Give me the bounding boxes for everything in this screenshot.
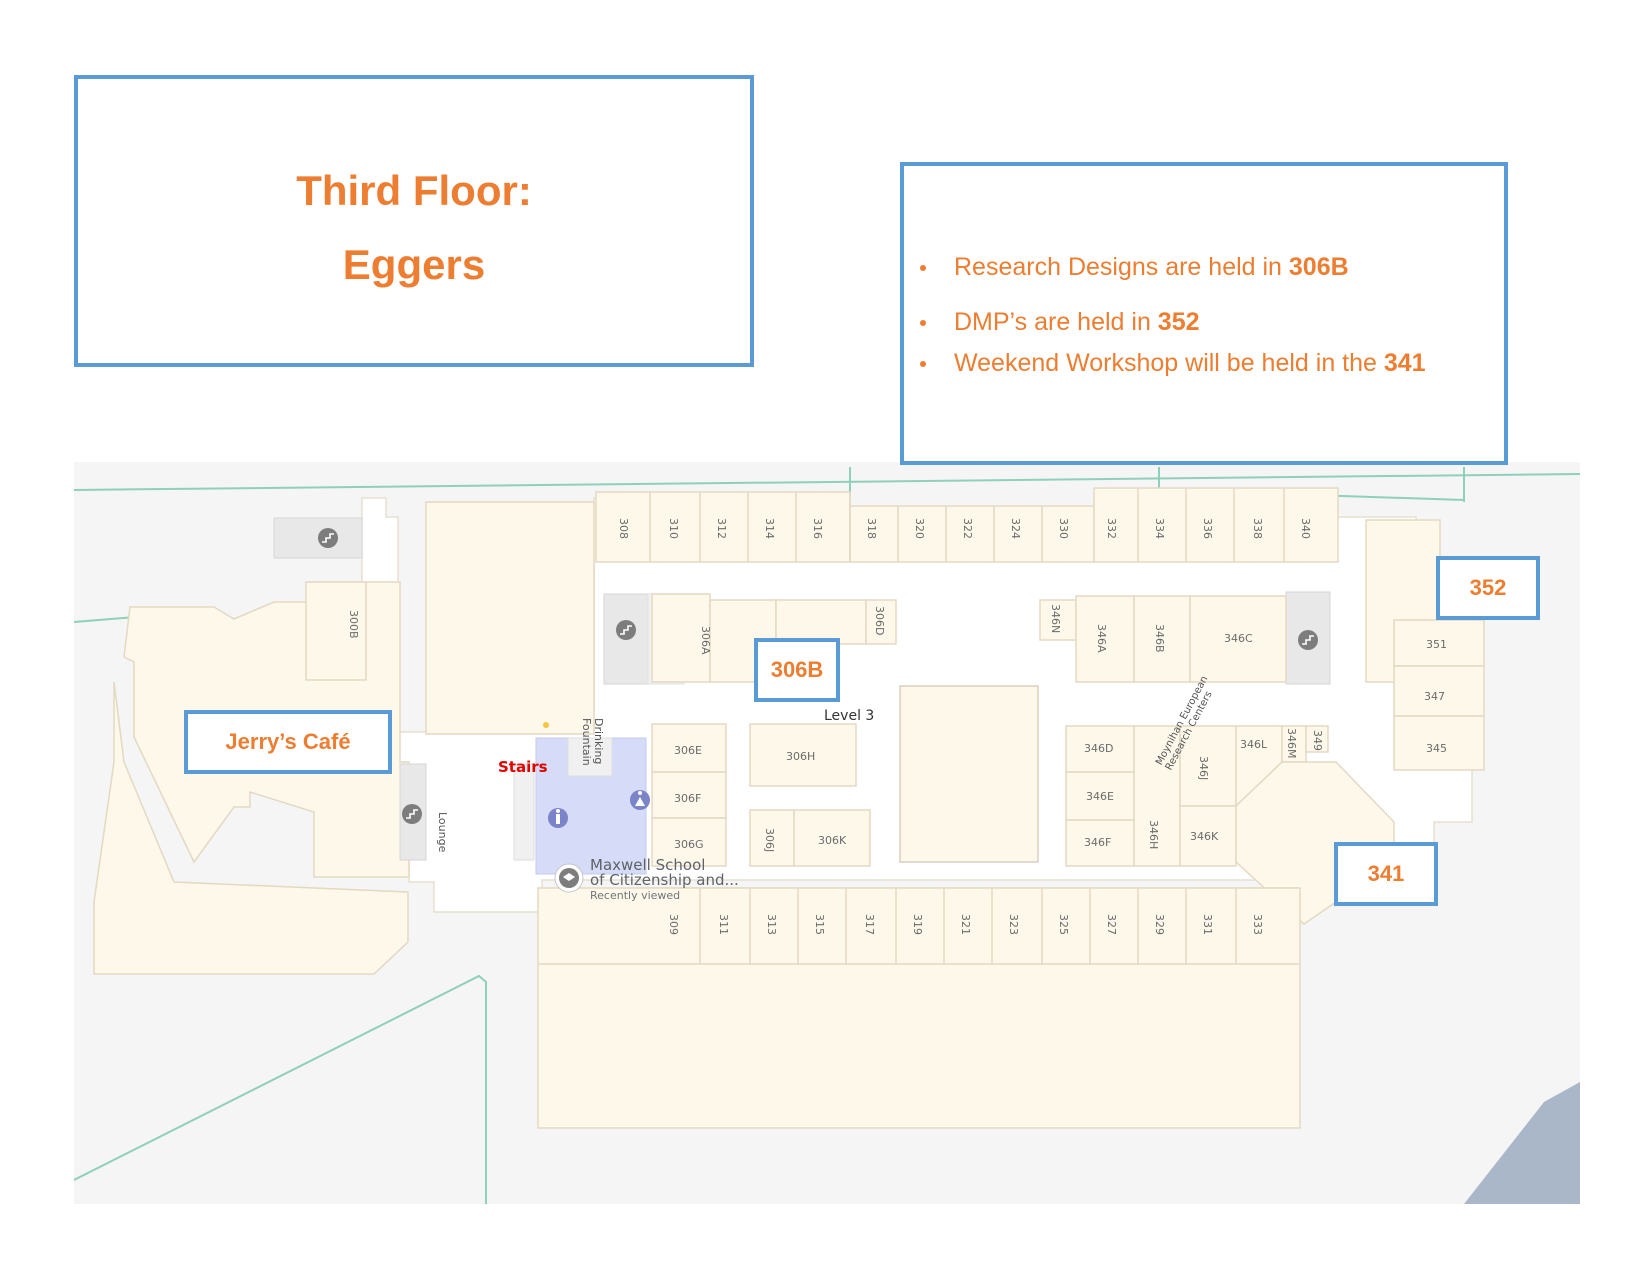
bullet-icon xyxy=(920,361,926,367)
stairs-icon xyxy=(616,620,636,640)
room-label-346b: 346B xyxy=(1153,624,1166,653)
room-label-316: 316 xyxy=(811,518,824,539)
room-label-310: 310 xyxy=(667,518,680,539)
place-name: Maxwell School of Citizenship and... Rec… xyxy=(590,858,739,903)
info-item-weekend-workshop: Weekend Workshop will be held in the 341 xyxy=(916,348,1426,378)
room-labels: 300B 306A 306D 306E 306F 306G 306H 306J … xyxy=(347,518,1447,935)
rooms xyxy=(537,487,1485,1129)
road-corner xyxy=(1464,1082,1580,1204)
room-label-346c: 346C xyxy=(1224,632,1253,645)
bullet-icon xyxy=(920,320,926,326)
place-name-line1: Maxwell School xyxy=(590,856,706,874)
room-label-306k: 306K xyxy=(818,834,847,847)
floor-plan: 300B 306A 306D 306E 306F 306G 306H 306J … xyxy=(74,467,1580,1204)
room-label-330: 330 xyxy=(1057,518,1070,539)
room-label-309: 309 xyxy=(667,914,680,935)
place-pin-icon xyxy=(554,863,584,893)
room-label-300b: 300B xyxy=(347,610,360,639)
room-label-315: 315 xyxy=(813,914,826,935)
room-label-332: 332 xyxy=(1105,518,1118,539)
room-dividers xyxy=(538,488,1300,965)
room-label-322: 322 xyxy=(961,518,974,539)
place-name-line2: of Citizenship and... xyxy=(590,871,739,889)
building-name: Eggers xyxy=(342,241,486,288)
stairs-icon xyxy=(402,804,422,824)
level-label: Level 3 xyxy=(824,708,875,724)
top-row-labels: 308 310 312 314 316 318 320 322 324 330 332 334 336 3… xyxy=(617,518,1312,539)
room-label-340: 340 xyxy=(1299,518,1312,539)
room-label-308: 308 xyxy=(617,518,630,539)
bottom-row-labels: 309 311 313 315 317 319 321 323 325 327 329 331 333 xyxy=(667,914,1264,935)
stairs-icon xyxy=(318,528,338,548)
room-label-306h: 306H xyxy=(786,750,815,763)
room-label-306a: 306A xyxy=(699,626,712,655)
room-label-333: 333 xyxy=(1251,914,1264,935)
room-label-346e: 346E xyxy=(1086,790,1114,803)
room-label-324: 324 xyxy=(1009,518,1022,539)
drinking-fountain-area xyxy=(567,737,613,777)
entrance-dot xyxy=(543,722,549,728)
block-west xyxy=(425,501,595,735)
callout-306b[interactable]: 306B xyxy=(754,638,840,702)
title-box: Third Floor: Eggers xyxy=(74,75,754,367)
room-label-346a: 346A xyxy=(1095,624,1108,653)
room-label-306f: 306F xyxy=(674,792,701,805)
place-subtitle: Recently viewed xyxy=(590,889,681,902)
info-item-dmp: DMP’s are held in 352 xyxy=(916,307,1426,337)
room-label-346k: 346K xyxy=(1190,830,1219,843)
room-label-317: 317 xyxy=(863,914,876,935)
room-label-346h: 346H xyxy=(1147,820,1160,849)
info-list: Research Designs are held in 306B DMP’s … xyxy=(916,252,1426,378)
info-box: Research Designs are held in 306B DMP’s … xyxy=(900,162,1508,465)
callout-352[interactable]: 352 xyxy=(1436,556,1540,620)
room-label-306e: 306E xyxy=(674,744,702,757)
bullet-icon xyxy=(920,265,926,271)
room-label-312: 312 xyxy=(715,518,728,539)
room-label-314: 314 xyxy=(763,518,776,539)
callout-jerrys-cafe[interactable]: Jerry’s Café xyxy=(184,710,392,774)
room-label-349: 349 xyxy=(1311,730,1324,751)
room-label-320: 320 xyxy=(913,518,926,539)
room-label-346j: 346J xyxy=(1197,756,1210,780)
room-label-351: 351 xyxy=(1426,638,1447,651)
room-label-347: 347 xyxy=(1424,690,1445,703)
room-label-323: 323 xyxy=(1007,914,1020,935)
room-ref: 306B xyxy=(1288,253,1349,281)
room-label-346f: 346F xyxy=(1084,836,1111,849)
restroom-icon xyxy=(630,790,650,810)
room-label-346m: 346M xyxy=(1285,728,1298,759)
lounge-side xyxy=(513,763,535,861)
room-label-311: 311 xyxy=(717,914,730,935)
stairs-label: Stairs xyxy=(498,758,548,776)
room-label-346d: 346D xyxy=(1084,742,1113,755)
room-label-329: 329 xyxy=(1153,914,1166,935)
room-label-306g: 306G xyxy=(674,838,704,851)
room-label-306j: 306J xyxy=(763,828,776,852)
room-label-325: 325 xyxy=(1057,914,1070,935)
callout-341[interactable]: 341 xyxy=(1334,842,1438,906)
room-label-313: 313 xyxy=(765,914,778,935)
floor-map[interactable]: 300B 306A 306D 306E 306F 306G 306H 306J … xyxy=(74,462,1580,1204)
room-label-346l: 346L xyxy=(1240,738,1268,751)
room-label-318: 318 xyxy=(865,518,878,539)
room-label-334: 334 xyxy=(1153,518,1166,539)
room-ref: 352 xyxy=(1157,308,1200,336)
cafe-block xyxy=(93,581,410,975)
floor-title: Third Floor: xyxy=(296,167,532,214)
room-label-319: 319 xyxy=(911,914,924,935)
room-label-336: 336 xyxy=(1201,518,1214,539)
room-label-321: 321 xyxy=(959,914,972,935)
room-label-345: 345 xyxy=(1426,742,1447,755)
room-ref: 341 xyxy=(1383,349,1426,377)
stairs-icon xyxy=(1298,630,1318,650)
room-label-346n: 346N xyxy=(1049,604,1062,633)
restroom-icon xyxy=(548,808,568,828)
info-item-research-designs: Research Designs are held in 306B xyxy=(916,252,1426,282)
room-label-331: 331 xyxy=(1201,914,1214,935)
drinking-fountain-label: Drinking Fountain xyxy=(580,718,605,766)
room-label-327: 327 xyxy=(1105,914,1118,935)
room-label-306d: 306D xyxy=(873,606,886,635)
room-label-338: 338 xyxy=(1251,518,1264,539)
lounge-label: Lounge xyxy=(436,812,449,853)
